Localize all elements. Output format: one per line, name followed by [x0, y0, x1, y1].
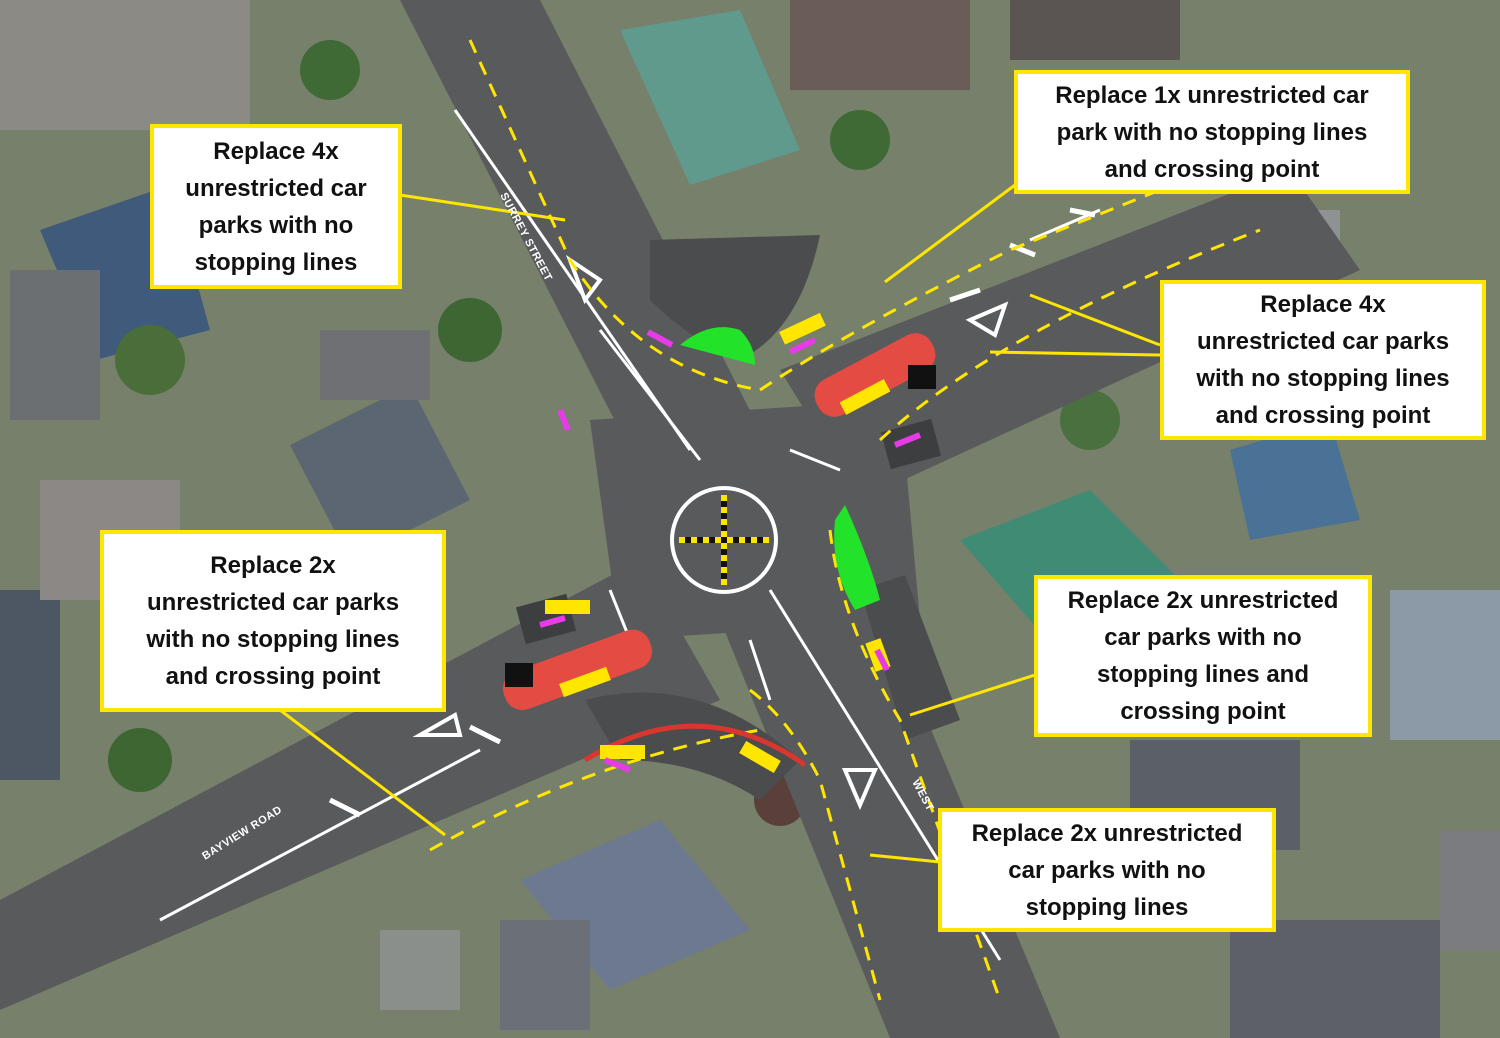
callout-ne: Replace 1x unrestricted car park with no…	[1014, 70, 1410, 194]
leader-lines	[279, 183, 1161, 864]
crossing-points	[502, 333, 936, 768]
callout-nw: Replace 4x unrestricted car parks with n…	[150, 124, 402, 289]
mini-roundabout	[670, 486, 778, 594]
callout-se2: Replace 2x unrestricted car parks with n…	[938, 808, 1276, 932]
no-stopping-lines	[429, 39, 1261, 1001]
callout-se1: Replace 2x unrestricted car parks with n…	[1034, 575, 1372, 737]
kerb-markers	[539, 329, 922, 773]
stop-markers	[505, 365, 936, 687]
callout-e: Replace 4x unrestricted car parks with n…	[1160, 280, 1486, 440]
give-way-triangles	[412, 254, 1009, 811]
callout-w: Replace 2x unrestricted car parks with n…	[100, 530, 446, 712]
road-markings	[159, 109, 1101, 961]
landscaping	[680, 327, 880, 610]
